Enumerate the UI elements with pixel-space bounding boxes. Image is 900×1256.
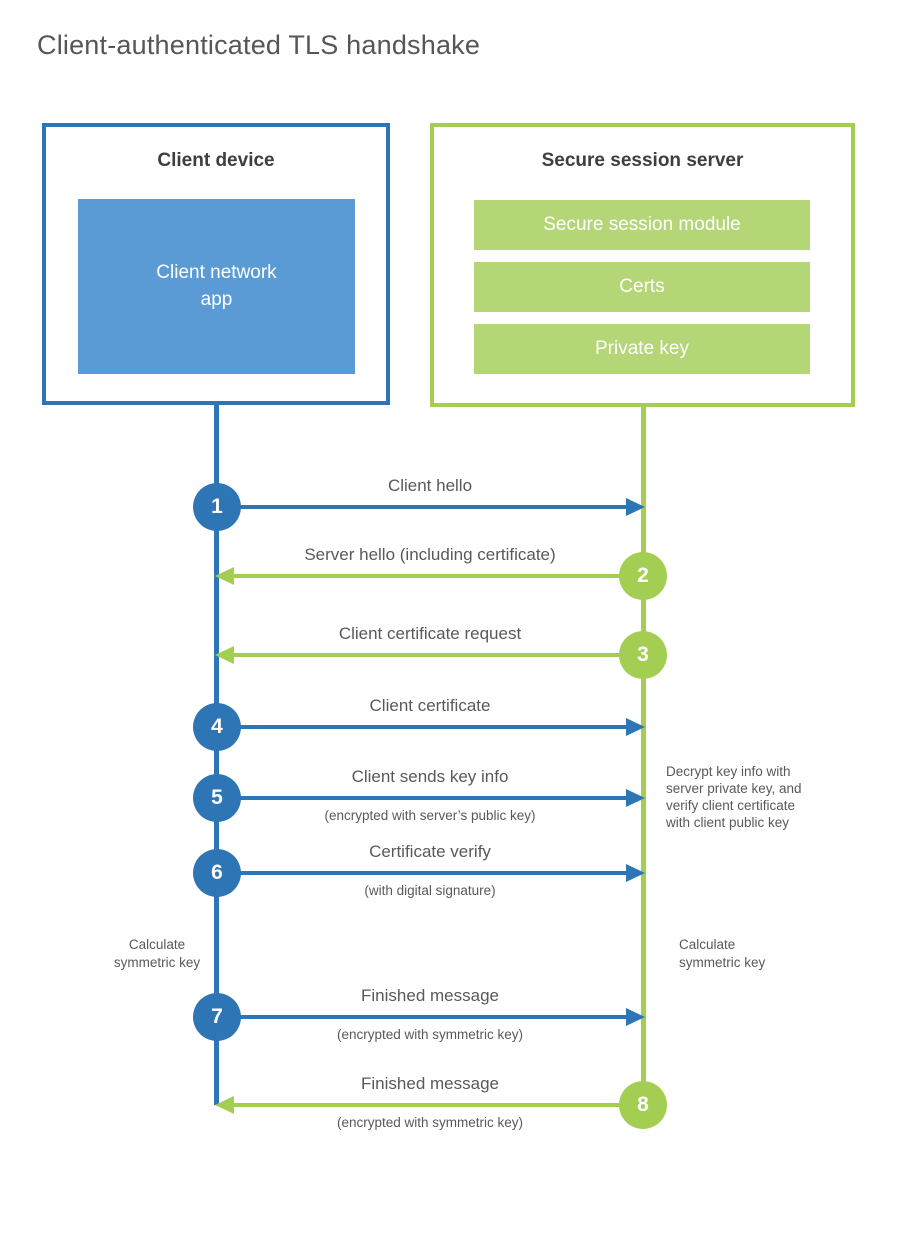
server-calculate-symmetric-key-note: Calculate symmetric key [679, 937, 766, 970]
message-client-certificate: Client certificate 4 [193, 682, 645, 772]
message-label: Client certificate [369, 696, 491, 715]
message-label: Client certificate request [338, 624, 522, 643]
step-number-badge: 1 [193, 483, 241, 531]
server-module-bar: Secure session module [474, 200, 810, 250]
arrowhead-left-icon [215, 646, 234, 664]
arrow-line [231, 1103, 643, 1107]
client-calculate-symmetric-key-note: Calculate symmetric key [113, 937, 201, 970]
arrowhead-right-icon [626, 789, 645, 807]
arrowhead-left-icon [215, 1096, 234, 1114]
arrow-line [217, 871, 629, 875]
message-client-certificate-request: Client certificate request 3 [215, 610, 667, 700]
message-finished-client: Finished message (encrypted with symmetr… [193, 972, 645, 1062]
step-number-badge: 8 [619, 1081, 667, 1129]
arrow-line [217, 1015, 629, 1019]
message-label: Server hello (including certificate) [304, 545, 556, 564]
server-heading: Secure session server [541, 150, 744, 171]
step-number-badge: 5 [193, 774, 241, 822]
client-lifeline [214, 405, 219, 1105]
step-number-badge: 7 [193, 993, 241, 1041]
client-device-box: Client device Client network app [42, 123, 390, 405]
message-client-hello: Client hello 1 [193, 462, 645, 552]
step-number-badge: 4 [193, 703, 241, 751]
message-server-hello: Server hello (including certificate) 2 [215, 531, 667, 621]
message-sublabel: (encrypted with symmetric key) [336, 1115, 524, 1130]
arrowhead-right-icon [626, 864, 645, 882]
message-label: Client sends key info [351, 767, 509, 786]
message-client-sends-key-info: Client sends key info (encrypted with se… [193, 753, 645, 843]
server-decrypt-note: Decrypt key info with server private key… [666, 764, 802, 830]
step-number-badge: 6 [193, 849, 241, 897]
arrow-line [217, 505, 629, 509]
step-number-badge: 2 [619, 552, 667, 600]
message-sublabel: (with digital signature) [364, 883, 496, 898]
arrow-line [231, 653, 643, 657]
arrow-line [231, 574, 643, 578]
server-certs-bar: Certs [474, 262, 810, 312]
arrowhead-right-icon [626, 498, 645, 516]
message-sublabel: (encrypted with server’s public key) [324, 808, 536, 823]
message-certificate-verify: Certificate verify (with digital signatu… [193, 828, 645, 918]
arrowhead-right-icon [626, 718, 645, 736]
page-title: Client-authenticated TLS handshake [37, 30, 481, 60]
client-network-app-box: Client network app [78, 199, 355, 374]
server-private-key-bar: Private key [474, 324, 810, 374]
arrow-line [217, 725, 629, 729]
arrow-line [217, 796, 629, 800]
message-label: Finished message [361, 1074, 499, 1093]
message-label: Client hello [387, 476, 473, 495]
arrowhead-left-icon [215, 567, 234, 585]
server-box: Secure session server Secure session mod… [430, 123, 855, 407]
step-number-badge: 3 [619, 631, 667, 679]
message-sublabel: (encrypted with symmetric key) [336, 1027, 524, 1042]
message-finished-server: Finished message (encrypted with symmetr… [215, 1060, 667, 1150]
message-label: Certificate verify [369, 842, 491, 861]
client-device-heading: Client device [157, 150, 275, 171]
server-lifeline [641, 407, 646, 1105]
arrowhead-right-icon [626, 1008, 645, 1026]
message-label: Finished message [361, 986, 499, 1005]
